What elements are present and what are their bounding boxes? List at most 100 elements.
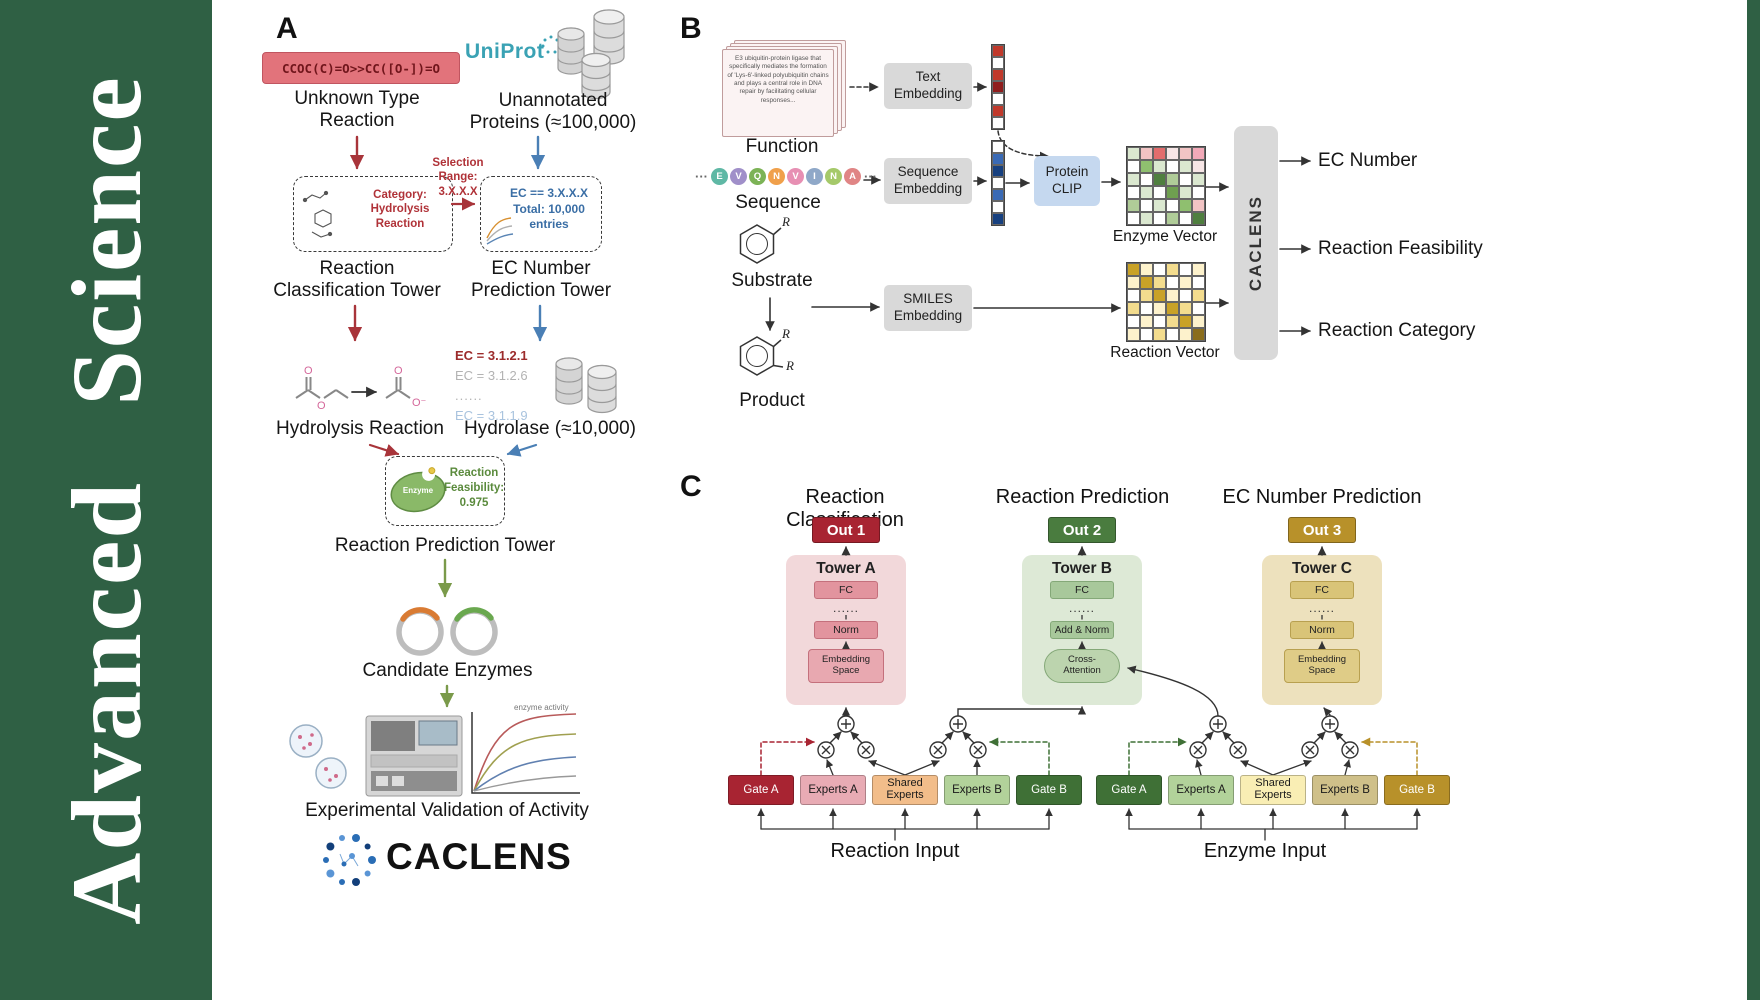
matrix-cell (992, 81, 1004, 93)
ec-number-list: EC = 3.1.2.1 EC = 3.1.2.6 ...... EC = 3.… (455, 346, 528, 426)
matrix-cell (1179, 302, 1192, 315)
enzyme-vector-matrix (1126, 146, 1206, 226)
matrix-cell (992, 189, 1004, 201)
matrix-cell (1127, 276, 1140, 289)
function-card-front: E3 ubiquitin-protein ligase that specifi… (722, 49, 834, 137)
reaction-classification-tower-label: Reaction Classification Tower (273, 258, 441, 302)
panel-a-label: A (276, 12, 298, 45)
unannotated-proteins-label: Unannotated Proteins (≈100,000) (469, 90, 637, 134)
matrix-cell (1166, 186, 1179, 199)
category-note: Category: Hydrolysis Reaction (370, 189, 430, 230)
matrix-cell (1179, 263, 1192, 276)
panel-b-arrows (765, 82, 1311, 336)
ec-item: ...... (455, 388, 483, 403)
residue-circle: V (787, 168, 804, 185)
hydrolase-label: Hydrolase (≈10,000) (463, 418, 636, 439)
reaction-input-label: Reaction Input (830, 840, 960, 862)
matrix-cell (1153, 160, 1166, 173)
matrix-cell (1140, 302, 1153, 315)
tower-a-fc-box: FC (814, 581, 878, 599)
uniprot-logo: UniProt (465, 40, 545, 63)
matrix-cell (1166, 276, 1179, 289)
matrix-cell (1140, 173, 1153, 186)
sequence-embedding-box: Sequence Embedding (884, 158, 972, 204)
database-icon (555, 357, 617, 414)
sequence-label: Sequence (735, 192, 821, 213)
matrix-cell (992, 153, 1004, 165)
database-icon (557, 9, 625, 100)
matrix-cell (1127, 328, 1140, 341)
instrument-icon (365, 715, 463, 797)
text-embedding-box: Text Embedding (884, 63, 972, 109)
shared-experts-left-box: Shared Experts (872, 775, 938, 805)
output-reaction-feasibility: Reaction Feasibility (1318, 238, 1483, 259)
matrix-cell (992, 69, 1004, 81)
matrix-cell (1192, 302, 1205, 315)
matrix-cell (1140, 289, 1153, 302)
gate-a-left-box: Gate A (728, 775, 794, 805)
matrix-cell (1153, 147, 1166, 160)
matrix-cell (1127, 289, 1140, 302)
sum-multiply-operators (817, 715, 1359, 759)
experts-a-right-box: Experts A (1168, 775, 1234, 805)
tower-a-norm-box: Norm (814, 621, 878, 639)
matrix-cell (1140, 276, 1153, 289)
tower-b-fc-box: FC (1050, 581, 1114, 599)
matrix-cell (1166, 212, 1179, 225)
caclens-module-box: CACLENS (1234, 126, 1278, 360)
matrix-cell (1192, 173, 1205, 186)
hydrolysis-reaction-label: Hydrolysis Reaction (276, 418, 444, 439)
matrix-cell (1140, 212, 1153, 225)
ellipsis: ··· (864, 169, 877, 184)
enzyme-blob-label: Enzyme (402, 486, 434, 495)
caclens-wordmark: CACLENS (386, 836, 572, 877)
ec-item: EC = 3.1.1.9 (455, 408, 528, 423)
residue-circle: E (711, 168, 728, 185)
tower-a: Tower A FC ...... Norm Embedding Space (786, 555, 906, 705)
feasibility-note: Reaction Feasibility: 0.975 (444, 467, 505, 509)
matrix-cell (1166, 315, 1179, 328)
residue-circle: Q (749, 168, 766, 185)
out2-box: Out 2 (1048, 517, 1116, 543)
matrix-cell (1192, 199, 1205, 212)
matrix-cell (992, 201, 1004, 213)
header-reaction-prediction: Reaction Prediction (995, 486, 1170, 508)
matrix-cell (1127, 147, 1140, 160)
reaction-prediction-tower-label: Reaction Prediction Tower (334, 535, 556, 556)
tower-b: Tower B FC ...... Add & Norm Cross- Atte… (1022, 555, 1142, 705)
tower-b-add-norm-box: Add & Norm (1050, 621, 1114, 639)
matrix-cell (1127, 212, 1140, 225)
matrix-cell (1127, 199, 1140, 212)
plasmid-icons (396, 607, 498, 656)
enzyme-vector-label: Enzyme Vector (1112, 228, 1218, 245)
tower-a-dots: ...... (824, 601, 868, 615)
gate-b-right-box: Gate B (1384, 775, 1450, 805)
matrix-cell (992, 45, 1004, 57)
matrix-cell (1179, 276, 1192, 289)
matrix-cell (1192, 147, 1205, 160)
matrix-cell (1179, 186, 1192, 199)
reaction-vector-matrix (1126, 262, 1206, 342)
tower-c-norm-box: Norm (1290, 621, 1354, 639)
svg-text:O: O (394, 365, 403, 377)
protein-clip-box: Protein CLIP (1034, 156, 1100, 206)
matrix-cell (1153, 199, 1166, 212)
matrix-cell (1140, 315, 1153, 328)
matrix-cell (1153, 212, 1166, 225)
matrix-cell (1179, 160, 1192, 173)
matrix-cell (992, 213, 1004, 225)
svg-text:O: O (304, 365, 313, 377)
experts-b-right-box: Experts B (1312, 775, 1378, 805)
matrix-cell (1179, 212, 1192, 225)
panel-c-label: C (680, 470, 702, 503)
selection-range-note: Selection Range: 3.X.X.X (432, 157, 484, 198)
matrix-cell (1140, 186, 1153, 199)
shared-experts-right-box: Shared Experts (1240, 775, 1306, 805)
matrix-cell (1166, 147, 1179, 160)
matrix-cell (1127, 186, 1140, 199)
matrix-cell (1179, 147, 1192, 160)
matrix-cell (1192, 328, 1205, 341)
experts-a-left-box: Experts A (800, 775, 866, 805)
matrix-cell (1166, 199, 1179, 212)
